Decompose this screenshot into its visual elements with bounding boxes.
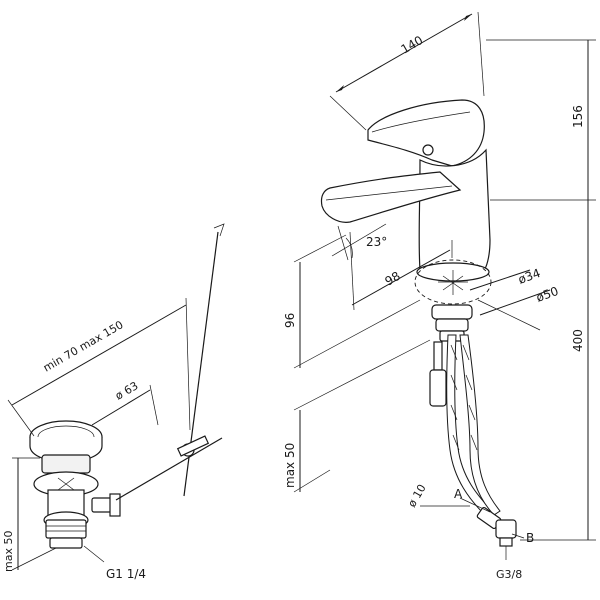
dim-156: 156 bbox=[571, 105, 585, 128]
faucet-body bbox=[320, 99, 492, 305]
dim-drain-thread: G1 1/4 bbox=[106, 567, 146, 581]
dim-400: 400 bbox=[571, 329, 585, 352]
dim-drain-range: min 70 max 150 bbox=[41, 318, 126, 374]
dim-98: 98 bbox=[383, 269, 403, 289]
dim-drain-63: ø 63 bbox=[113, 379, 140, 402]
dim-max50-deck: max 50 bbox=[283, 443, 297, 488]
drain-rod bbox=[115, 223, 225, 501]
dim-140: 140 bbox=[399, 33, 426, 57]
label-a: A bbox=[454, 487, 463, 501]
label-b: B bbox=[526, 531, 534, 545]
base-hole-outline bbox=[414, 259, 492, 305]
dim-hole-34: ø34 bbox=[516, 266, 542, 287]
dim-hose-10: ø 10 bbox=[405, 482, 428, 509]
dim-96: 96 bbox=[283, 313, 297, 328]
drain-dimensions bbox=[7, 297, 191, 571]
drain-assembly bbox=[29, 420, 121, 549]
dim-drain-max50: max 50 bbox=[2, 531, 15, 572]
flexible-hoses bbox=[429, 334, 517, 547]
dim-23deg: 23° bbox=[366, 235, 387, 249]
faucet-dimensions bbox=[293, 11, 596, 560]
dim-hole-50: ø50 bbox=[534, 284, 560, 305]
dim-hose-thread: G3/8 bbox=[496, 568, 522, 581]
